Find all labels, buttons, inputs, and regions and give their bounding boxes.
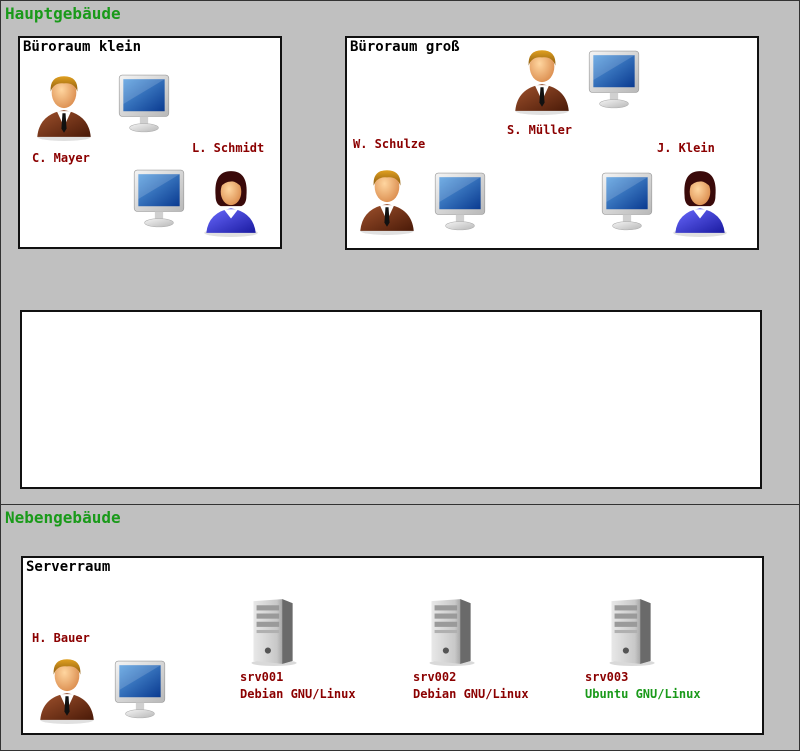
server-name: srv003 — [585, 670, 629, 684]
person-label-s-mueller: S. Müller — [507, 123, 573, 137]
monitor-icon — [587, 49, 641, 111]
monitor-icon — [117, 73, 171, 135]
male-person-icon — [356, 163, 418, 235]
monitor-icon — [433, 171, 487, 233]
male-person-icon — [511, 43, 573, 115]
server-os: Ubuntu GNU/Linux — [585, 687, 701, 701]
side-building-title: Nebengebäude — [5, 508, 121, 527]
monitor-icon — [132, 168, 186, 230]
server-icon — [423, 595, 477, 667]
main-building-title: Hauptgebäude — [5, 4, 121, 23]
room-server-title: Serverraum — [26, 559, 111, 575]
server-label-srv002: srv002 Debian GNU/Linux — [413, 669, 529, 703]
main-building: Hauptgebäude Büroraum klein C. Mayer L. … — [0, 0, 800, 505]
server-label-srv003: srv003 Ubuntu GNU/Linux — [585, 669, 701, 703]
female-person-icon — [669, 165, 731, 237]
server-label-srv001: srv001 Debian GNU/Linux — [240, 669, 356, 703]
server-name: srv001 — [240, 670, 284, 684]
room-empty — [20, 310, 762, 489]
monitor-icon — [600, 171, 654, 233]
room-large-office-title: Büroraum groß — [350, 39, 460, 55]
server-os: Debian GNU/Linux — [413, 687, 529, 701]
male-person-icon — [33, 69, 95, 141]
person-label-j-klein: J. Klein — [657, 141, 715, 155]
room-small-office-title: Büroraum klein — [23, 39, 142, 55]
room-server: Serverraum H. Bauer srv001 Debian GNU/Li… — [21, 556, 764, 735]
server-os: Debian GNU/Linux — [240, 687, 356, 701]
person-label-l-schmidt: L. Schmidt — [192, 141, 265, 155]
person-label-w-schulze: W. Schulze — [353, 137, 426, 151]
female-person-icon — [200, 165, 262, 237]
server-icon — [245, 595, 299, 667]
person-label-c-mayer: C. Mayer — [32, 151, 90, 165]
monitor-icon — [113, 659, 167, 721]
person-label-h-bauer: H. Bauer — [32, 631, 90, 645]
room-small-office: Büroraum klein C. Mayer L. Schmidt — [18, 36, 282, 249]
server-name: srv002 — [413, 670, 457, 684]
side-building: Nebengebäude Serverraum H. Bauer srv001 … — [0, 504, 800, 751]
server-icon — [603, 595, 657, 667]
male-person-icon — [36, 652, 98, 724]
room-large-office: Büroraum groß S. Müller W. Schulze J. Kl… — [345, 36, 759, 250]
